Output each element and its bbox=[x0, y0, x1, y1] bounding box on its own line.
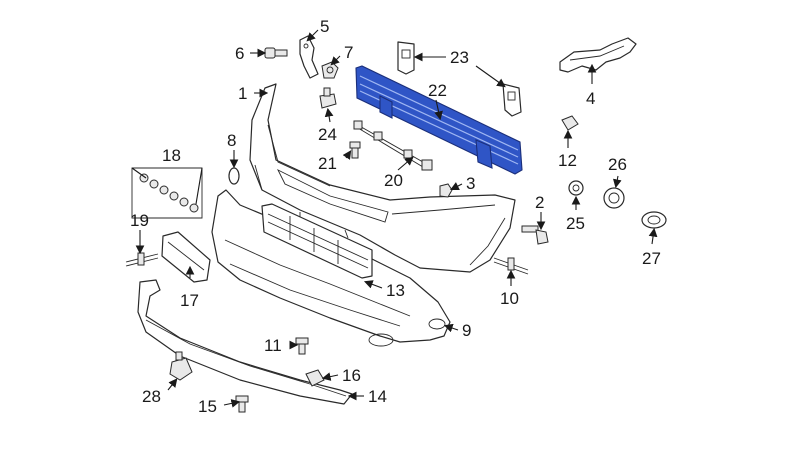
callout-labels: 1 2 3 4 5 6 7 8 9 10 11 12 13 14 15 16 1… bbox=[130, 17, 661, 416]
callout-11: 11 bbox=[264, 336, 282, 355]
clip-12 bbox=[561, 115, 579, 131]
bumper-cover-upper bbox=[249, 83, 516, 273]
bolt-11 bbox=[295, 337, 309, 355]
sensor-26 bbox=[603, 187, 625, 209]
callout-25: 25 bbox=[566, 214, 585, 233]
bolt-2 bbox=[521, 225, 549, 245]
callout-5: 5 bbox=[320, 17, 329, 36]
lower-lip bbox=[137, 279, 353, 405]
clip-24 bbox=[319, 87, 337, 109]
side-bracket bbox=[559, 37, 637, 73]
pin-10 bbox=[493, 257, 529, 275]
small-bracket bbox=[299, 35, 319, 79]
leader-lines bbox=[131, 29, 658, 408]
support-rod bbox=[353, 120, 433, 171]
callout-7: 7 bbox=[344, 43, 353, 62]
nut-7 bbox=[321, 61, 339, 79]
callout-27: 27 bbox=[642, 249, 661, 268]
callout-21: 21 bbox=[318, 154, 337, 173]
callout-19: 19 bbox=[130, 211, 149, 230]
callout-15: 15 bbox=[198, 397, 217, 416]
callout-16: 16 bbox=[342, 366, 361, 385]
callout-3: 3 bbox=[466, 174, 475, 193]
callout-20: 20 bbox=[384, 171, 403, 190]
callout-22: 22 bbox=[428, 81, 447, 100]
callout-17: 17 bbox=[180, 291, 199, 310]
callout-6: 6 bbox=[235, 44, 244, 63]
bezel-27 bbox=[641, 211, 667, 229]
reinforcement-brackets bbox=[397, 41, 522, 117]
retainer-28 bbox=[169, 351, 193, 381]
nut-3 bbox=[439, 183, 453, 198]
plug-8 bbox=[228, 167, 240, 185]
callout-2: 2 bbox=[535, 193, 544, 212]
callout-26: 26 bbox=[608, 155, 627, 174]
bolt-15 bbox=[235, 395, 249, 413]
license-bracket bbox=[161, 231, 211, 283]
callout-14: 14 bbox=[368, 387, 387, 406]
fastener-kit bbox=[131, 167, 203, 219]
callout-24: 24 bbox=[318, 125, 337, 144]
callout-9: 9 bbox=[462, 321, 471, 340]
sensor-25 bbox=[568, 180, 584, 196]
callout-23: 23 bbox=[450, 48, 469, 67]
callout-4: 4 bbox=[586, 89, 595, 108]
callout-12: 12 bbox=[558, 151, 577, 170]
bolt-6 bbox=[264, 47, 288, 59]
pin-19 bbox=[125, 252, 159, 267]
callout-13: 13 bbox=[386, 281, 405, 300]
bolt-21 bbox=[349, 141, 361, 159]
callout-8: 8 bbox=[227, 131, 236, 150]
callout-18: 18 bbox=[162, 146, 181, 165]
grille bbox=[261, 203, 373, 279]
callout-10: 10 bbox=[500, 289, 519, 308]
callout-28: 28 bbox=[142, 387, 161, 406]
callout-1: 1 bbox=[238, 84, 247, 103]
